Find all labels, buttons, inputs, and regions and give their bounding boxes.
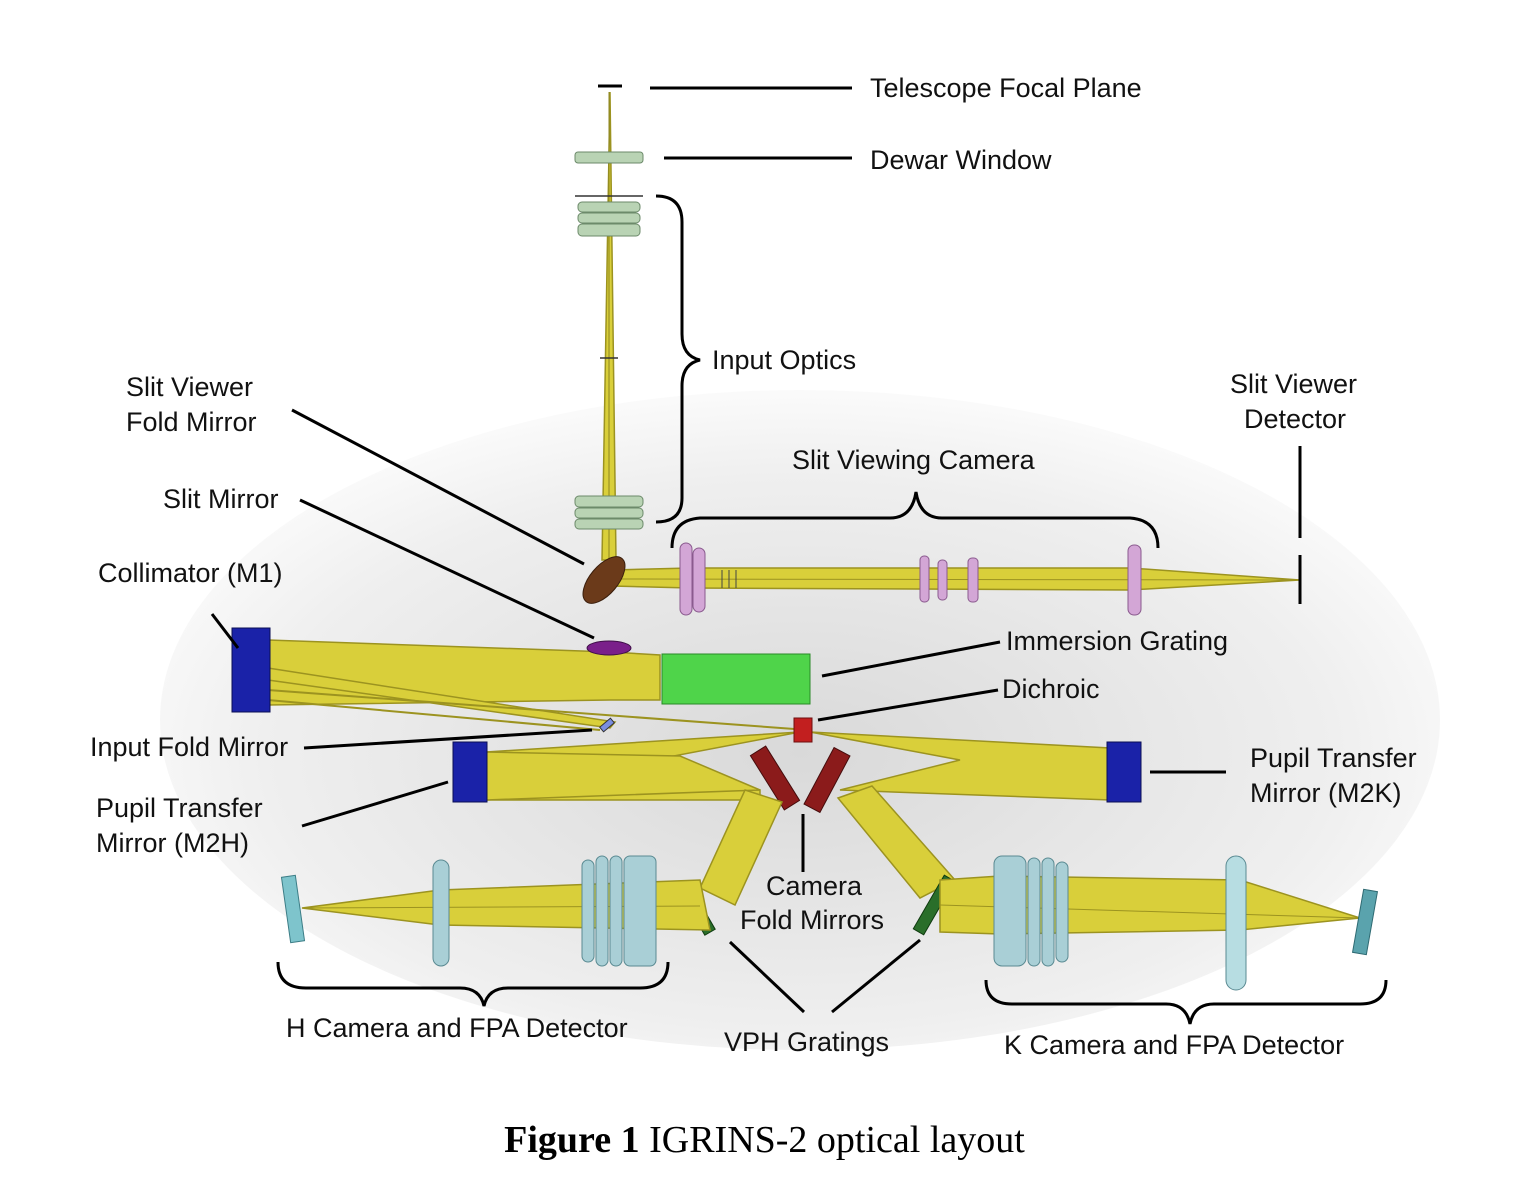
- slit-mirror: [586, 640, 632, 656]
- label-slit-viewer-detector-line2: Detector: [1244, 404, 1346, 434]
- h-camera-brace: [276, 961, 670, 1007]
- slit-viewer-lenses: [679, 542, 1142, 616]
- label-collimator: Collimator (M1): [98, 558, 283, 588]
- dewar-window: [574, 151, 644, 164]
- label-input-fold-mirror: Input Fold Mirror: [90, 732, 288, 762]
- label-pupil-transfer-m2k-line1: Pupil Transfer: [1250, 743, 1417, 773]
- label-slit-viewer-detector-line1: Slit Viewer: [1230, 369, 1357, 399]
- dichroic: [793, 717, 813, 743]
- camera-fold-mirror-k: [803, 746, 851, 814]
- label-slit-viewing-camera: Slit Viewing Camera: [792, 445, 1036, 475]
- input-optics-brace: [655, 194, 701, 524]
- input-optics-lens-bottom: [574, 495, 644, 530]
- input-optics-lens-top: [575, 195, 643, 237]
- label-camera-fold-mirrors-line2: Fold Mirrors: [740, 905, 884, 935]
- slit-viewing-camera-brace: [670, 491, 1160, 549]
- h-camera-lenses: [432, 855, 657, 967]
- label-slit-viewer-fold-mirror-line1: Slit Viewer: [126, 372, 253, 402]
- label-telescope-focal-plane: Telescope Focal Plane: [870, 73, 1142, 103]
- label-immersion-grating: Immersion Grating: [1006, 626, 1228, 656]
- label-dichroic: Dichroic: [1002, 674, 1100, 704]
- label-slit-viewer-fold-mirror-line2: Fold Mirror: [126, 407, 257, 437]
- label-k-camera: K Camera and FPA Detector: [1004, 1030, 1344, 1060]
- h-fpa-detector: [280, 874, 306, 944]
- figure-number: Figure 1: [504, 1119, 640, 1161]
- label-camera-fold-mirrors-line1: Camera: [766, 871, 863, 901]
- camera-fold-mirror-h: [749, 745, 801, 811]
- label-vph-gratings: VPH Gratings: [724, 1027, 889, 1057]
- label-input-optics: Input Optics: [712, 345, 856, 375]
- input-fold-mirror: [599, 717, 615, 733]
- label-pupil-transfer-m2h-line2: Mirror (M2H): [96, 828, 249, 858]
- label-slit-mirror: Slit Mirror: [163, 484, 279, 514]
- slit-viewer-fold-mirror: [582, 556, 626, 604]
- pupil-transfer-beams: [485, 731, 1111, 801]
- label-h-camera: H Camera and FPA Detector: [286, 1013, 628, 1043]
- k-camera-lenses: [993, 855, 1247, 991]
- k-camera-brace: [984, 979, 1388, 1025]
- label-pupil-transfer-m2h-line1: Pupil Transfer: [96, 793, 263, 823]
- immersion-grating: [661, 653, 811, 705]
- k-fpa-detector: [1351, 888, 1379, 956]
- collimator-m1: [231, 627, 271, 713]
- label-dewar-window: Dewar Window: [870, 145, 1052, 175]
- leader-lines: [210, 86, 1302, 1014]
- figure-title: IGRINS-2 optical layout: [639, 1119, 1025, 1161]
- camera-feed-beams: [699, 785, 957, 907]
- figure-caption: Figure 1 IGRINS-2 optical layout: [0, 1118, 1529, 1162]
- label-pupil-transfer-m2k-line2: Mirror (M2K): [1250, 778, 1401, 808]
- collimator-beam: [267, 639, 809, 731]
- pupil-transfer-mirror-m2k: [1106, 741, 1142, 803]
- pupil-transfer-mirror-m2h: [452, 741, 488, 803]
